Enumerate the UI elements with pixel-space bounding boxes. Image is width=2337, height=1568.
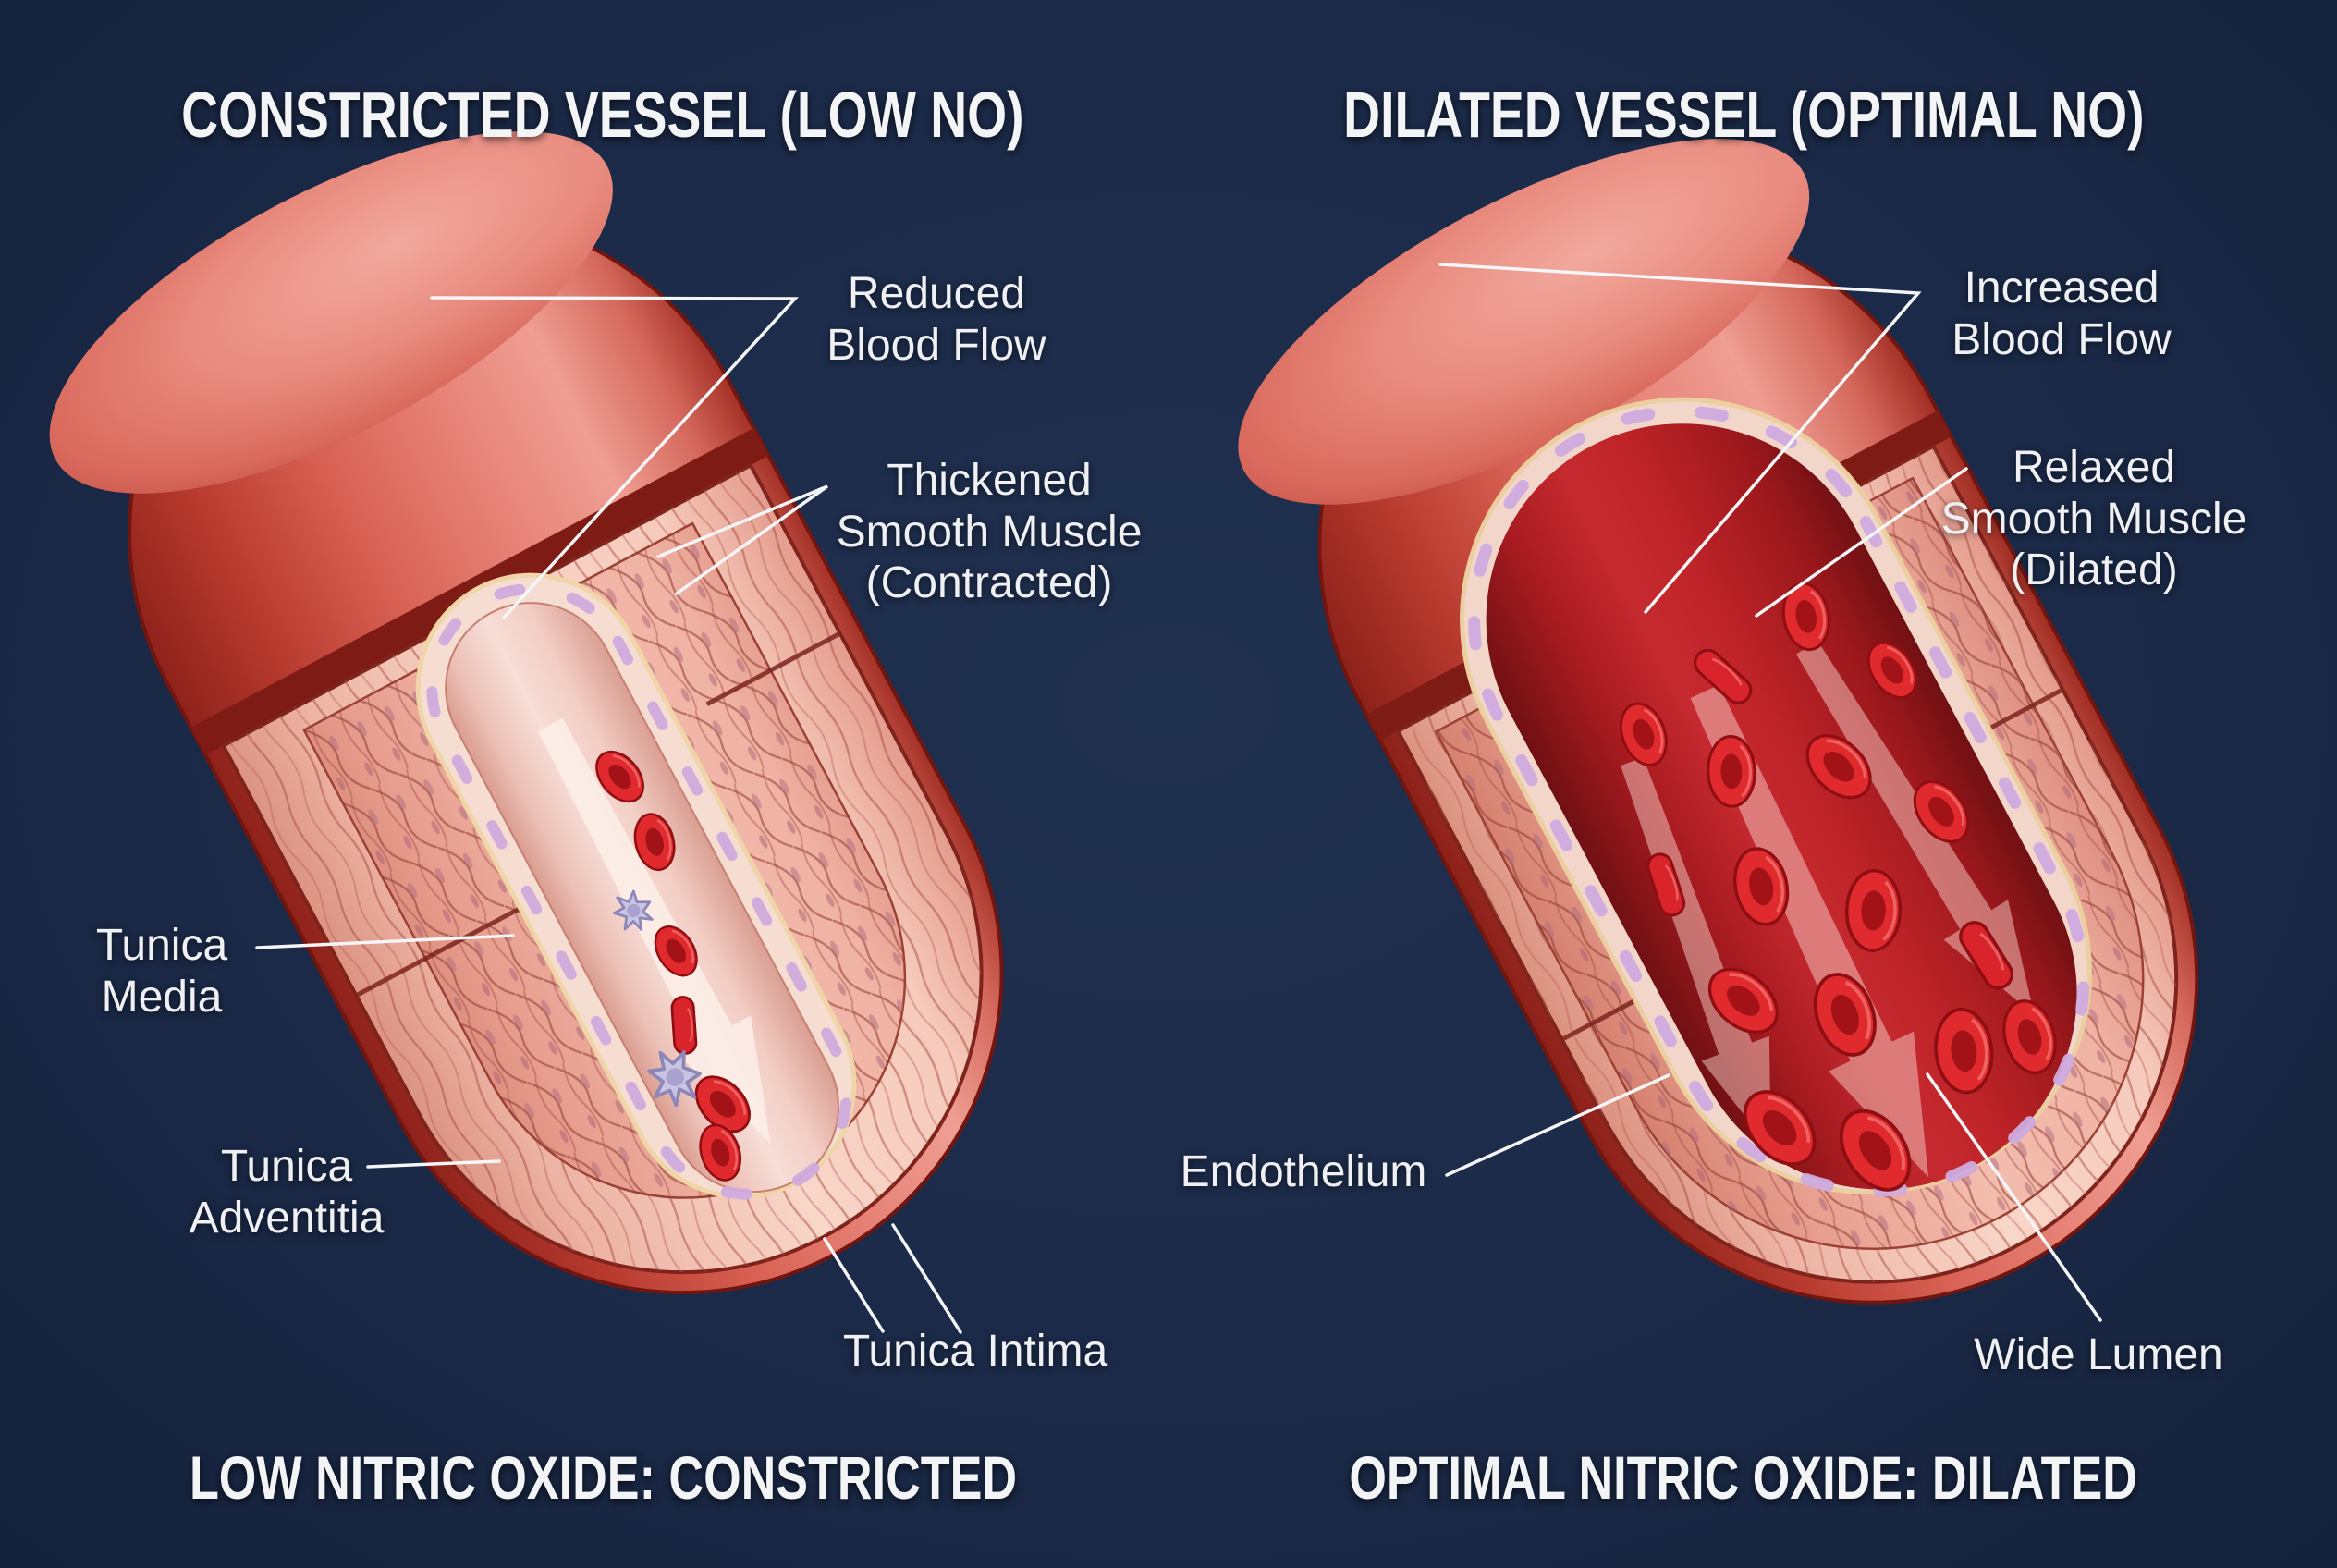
- red-blood-cell: [1705, 734, 1758, 809]
- label-endothelium: Endothelium: [1180, 1147, 1427, 1196]
- leader-line-relaxed-smooth-muscle: [1755, 467, 1968, 618]
- constricted-vessel-illustration: [49, 131, 1004, 1295]
- vessel-end-cap: [49, 131, 613, 494]
- label-relaxed-smooth-muscle: Relaxed Smooth Muscle (Dilated): [1940, 443, 2247, 595]
- left-panel-title: CONSTRICTED VESSEL (LOW NO): [181, 79, 1024, 151]
- cut-step-line: [356, 905, 523, 997]
- label-reduced-blood-flow: Reduced Blood Flow: [826, 269, 1046, 370]
- cut-step-line: [705, 631, 840, 706]
- wide-lumen: [1486, 423, 2077, 1190]
- label-tunica-adventitia: Tunica Adventitia: [189, 1142, 385, 1243]
- leader-lines: [255, 263, 2102, 1334]
- label-tunica-media: Tunica Media: [95, 921, 228, 1022]
- label-tunica-intima: Tunica Intima: [842, 1327, 1108, 1376]
- red-blood-cell: [1843, 867, 1903, 953]
- leader-line-tunica-intima: [891, 1223, 962, 1334]
- right-panel-caption: OPTIMAL NITRIC OXIDE: DILATED: [1349, 1443, 2138, 1512]
- leader-line-tunica-intima: [823, 1237, 885, 1333]
- leader-line-tunica-adventitia: [366, 1159, 501, 1169]
- vessel-end-cap: [1238, 139, 1810, 505]
- red-blood-cell: [669, 995, 699, 1056]
- label-increased-blood-flow: Increased Blood Flow: [1952, 263, 2172, 364]
- leader-line-increased-blood-flow: [1438, 263, 1922, 614]
- endothelium-nuclei: [1468, 405, 2090, 1197]
- label-thickened-smooth-muscle: Thickened Smooth Muscle (Contracted): [836, 456, 1143, 608]
- leader-line-reduced-blood-flow: [430, 296, 799, 619]
- dilated-vessel-illustration: [1238, 139, 2199, 1305]
- leader-line-tunica-media: [255, 934, 515, 949]
- leader-line-thickened-smooth-muscle: [656, 484, 829, 595]
- leader-line-endothelium: [1445, 1073, 1670, 1177]
- right-panel-title: DILATED VESSEL (OPTIMAL NO): [1342, 79, 2145, 151]
- leader-line-wide-lumen: [1926, 1072, 2102, 1322]
- left-panel-caption: LOW NITRIC OXIDE: CONSTRICTED: [189, 1443, 1017, 1512]
- label-wide-lumen: Wide Lumen: [1974, 1330, 2223, 1379]
